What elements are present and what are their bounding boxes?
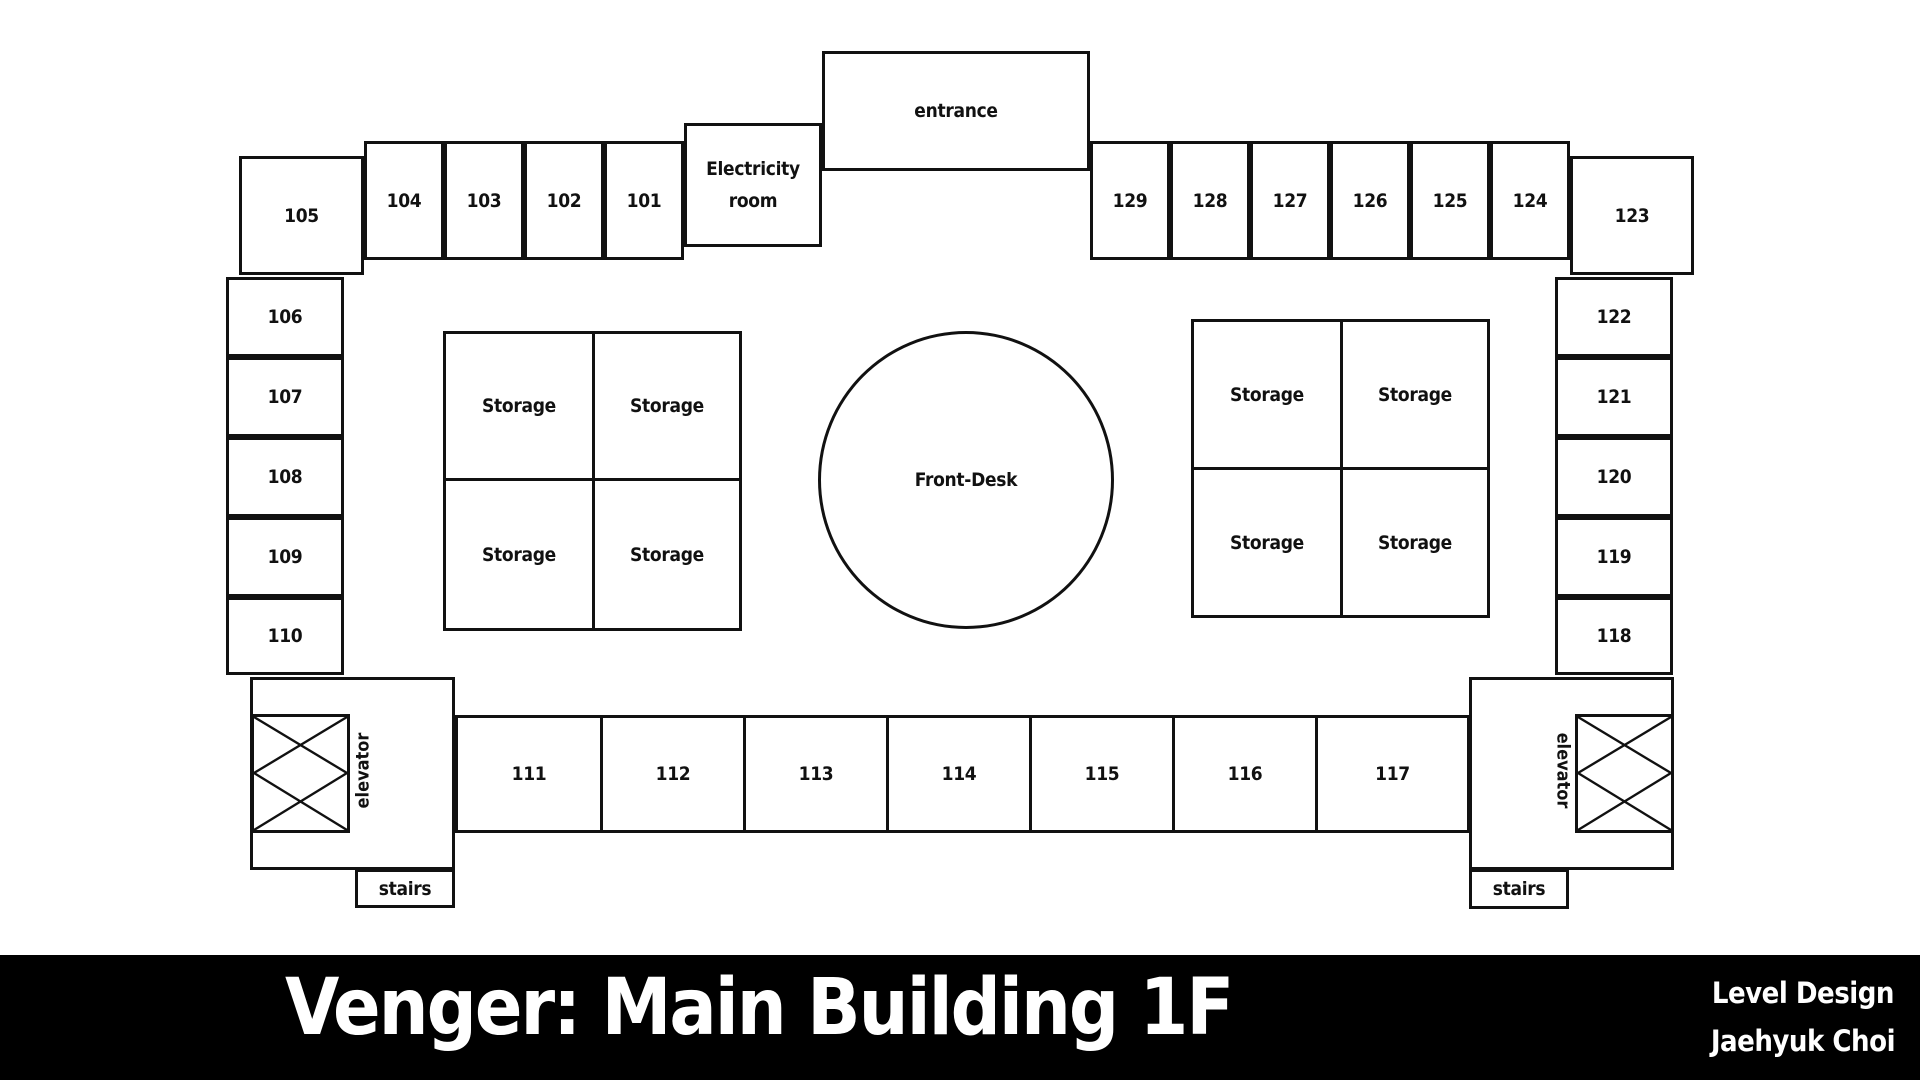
storage-room: Storage [1191, 319, 1343, 470]
room-120: 120 [1555, 437, 1673, 517]
footer-bar: Venger: Main Building 1F Level Design Ja… [0, 955, 1920, 1080]
room-102: 102 [524, 141, 604, 260]
entrance: entrance [822, 51, 1090, 171]
storage-label: Storage [482, 543, 556, 566]
room-label: 102 [546, 189, 582, 212]
front-desk: Front-Desk [818, 331, 1114, 629]
room-label: 103 [466, 189, 502, 212]
room-label: 129 [1112, 189, 1148, 212]
room-label: 121 [1596, 386, 1632, 408]
room-label: 104 [386, 189, 422, 212]
room-114: 114 [886, 715, 1032, 833]
room-label: 123 [1614, 204, 1650, 227]
elevator-label: elevator [352, 732, 374, 809]
room-105: 105 [239, 156, 364, 275]
room-label: 106 [267, 306, 303, 328]
room-113: 113 [743, 715, 889, 833]
room-label: 128 [1192, 189, 1228, 212]
room-label: 113 [798, 763, 834, 785]
room-101: 101 [604, 141, 684, 260]
room-label: 125 [1432, 189, 1468, 212]
room-115: 115 [1029, 715, 1175, 833]
room-label: 109 [267, 546, 303, 568]
room-111: 111 [455, 715, 603, 833]
storage-room: Storage [1191, 467, 1343, 618]
room-label: 105 [284, 204, 319, 227]
room-109: 109 [226, 517, 344, 597]
elevator-cross-icon [254, 717, 347, 830]
elevator-label: elevator [1552, 732, 1574, 809]
storage-room: Storage [1340, 319, 1490, 470]
room-122: 122 [1555, 277, 1673, 357]
room-label: 120 [1596, 466, 1632, 488]
room-label: 124 [1512, 189, 1548, 212]
storage-room: Storage [592, 331, 742, 481]
storage-label: Storage [1378, 531, 1452, 554]
room-108: 108 [226, 437, 344, 517]
credit-role: Level Design [1711, 976, 1895, 1010]
room-128: 128 [1170, 141, 1250, 260]
room-123: 123 [1570, 156, 1694, 275]
storage-room: Storage [443, 331, 595, 481]
room-124: 124 [1490, 141, 1570, 260]
room-106: 106 [226, 277, 344, 357]
room-121: 121 [1555, 357, 1673, 437]
stairs-label: stairs [378, 877, 432, 900]
room-129: 129 [1090, 141, 1170, 260]
elevator-shaft-right [1575, 714, 1674, 833]
room-label: 116 [1227, 763, 1263, 785]
storage-label: Storage [630, 395, 704, 417]
credit-author: Jaehyuk Choi [1710, 1024, 1896, 1058]
page-title: Venger: Main Building 1F [285, 963, 1234, 1053]
storage-label: Storage [1230, 383, 1304, 406]
electricity-room: Electricity room [684, 123, 822, 247]
room-126: 126 [1330, 141, 1410, 260]
storage-label: Storage [482, 395, 556, 417]
room-104: 104 [364, 141, 444, 260]
storage-label: Storage [1378, 383, 1452, 406]
room-117: 117 [1315, 715, 1470, 833]
storage-room: Storage [443, 478, 595, 631]
room-label: 111 [511, 763, 547, 785]
elevator-cross-icon [1578, 717, 1671, 830]
room-116: 116 [1172, 715, 1318, 833]
floor-plan: entrance Electricity room 105 104 103 10… [226, 51, 1694, 909]
room-label: 114 [941, 763, 977, 785]
room-label: 119 [1596, 546, 1632, 568]
room-label: 127 [1272, 189, 1308, 212]
room-119: 119 [1555, 517, 1673, 597]
stairs-right: stairs [1469, 869, 1569, 909]
room-110: 110 [226, 597, 344, 675]
room-label: 126 [1352, 189, 1388, 212]
electricity-room-label: Electricity room [706, 158, 800, 212]
storage-room: Storage [592, 478, 742, 631]
front-desk-label: Front-Desk [914, 469, 1018, 491]
room-118: 118 [1555, 597, 1673, 675]
room-label: 118 [1596, 625, 1632, 647]
storage-label: Storage [630, 543, 704, 566]
entrance-label: entrance [914, 100, 998, 122]
storage-label: Storage [1230, 531, 1304, 554]
room-127: 127 [1250, 141, 1330, 260]
stairs-label: stairs [1492, 878, 1546, 900]
stairs-left: stairs [355, 869, 455, 908]
room-label: 108 [267, 466, 303, 488]
room-107: 107 [226, 357, 344, 437]
elevator-shaft-left [251, 714, 350, 833]
room-label: 117 [1375, 763, 1410, 785]
room-label: 110 [267, 625, 303, 647]
room-103: 103 [444, 141, 524, 260]
room-label: 112 [655, 763, 691, 785]
room-label: 101 [626, 189, 662, 212]
room-label: 115 [1084, 763, 1120, 785]
credit-block: Level Design Jaehyuk Choi [1710, 969, 1896, 1065]
room-label: 107 [267, 386, 303, 408]
room-125: 125 [1410, 141, 1490, 260]
room-label: 122 [1596, 306, 1632, 328]
room-112: 112 [600, 715, 746, 833]
storage-room: Storage [1340, 467, 1490, 618]
